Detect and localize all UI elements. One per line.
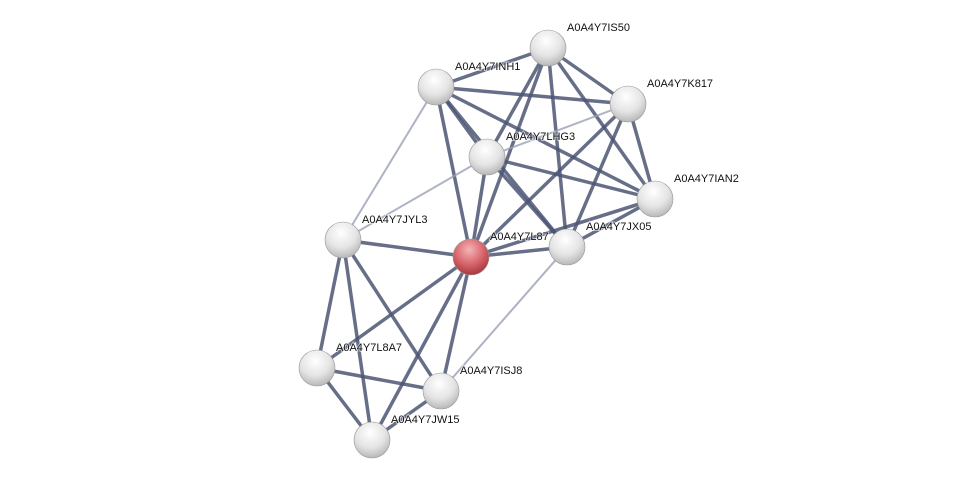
protein-node-icon[interactable] [298, 349, 336, 387]
node-jw15[interactable]: A0A4Y7JW15 [353, 413, 460, 459]
edge-IAN2-L87[interactable] [470, 197, 656, 259]
node-label: A0A4Y7INH1 [455, 61, 520, 73]
edge-K817-LHG3[interactable] [486, 103, 629, 158]
protein-node-icon[interactable] [636, 180, 674, 218]
node-l87[interactable]: A0A4Y7L87 [452, 230, 550, 276]
edge-JYL3-L87[interactable] [342, 238, 472, 259]
edge-IS50-LHG3[interactable] [485, 47, 550, 158]
edge-L87-L8A7[interactable] [315, 255, 473, 370]
edge-K817-L87[interactable] [469, 102, 630, 259]
edge-L87-JW15[interactable] [370, 256, 473, 441]
protein-node-icon[interactable] [422, 372, 460, 410]
edge-L8A7-ISJ8[interactable] [316, 366, 442, 393]
edge-IS50-IAN2[interactable] [546, 46, 657, 201]
edge-LHG3-JYL3[interactable] [342, 156, 488, 241]
node-k817[interactable]: A0A4Y7K817 [609, 77, 714, 123]
node-label: A0A4Y7ISJ8 [460, 365, 522, 377]
node-jyl3[interactable]: A0A4Y7JYL3 [324, 213, 428, 259]
node-label: A0A4Y7K817 [647, 78, 713, 90]
protein-node-icon[interactable] [417, 68, 455, 106]
node-isj8[interactable]: A0A4Y7ISJ8 [422, 364, 523, 410]
edge-L87-ISJ8[interactable] [439, 256, 473, 392]
protein-node-icon[interactable] [468, 138, 506, 176]
node-jx05[interactable]: A0A4Y7JX05 [548, 220, 652, 266]
node-inh1[interactable]: A0A4Y7INH1 [417, 60, 521, 106]
edge-INH1-IS50[interactable] [435, 46, 549, 89]
node-label: A0A4Y7LHG3 [506, 131, 575, 143]
protein-node-icon[interactable] [609, 85, 647, 123]
edge-LHG3-IAN2[interactable] [486, 155, 656, 201]
protein-node-icon[interactable] [529, 29, 567, 67]
node-label: A0A4Y7JYL3 [362, 214, 427, 226]
node-label: A0A4Y7L87 [490, 231, 549, 243]
node-l8a7[interactable]: A0A4Y7L8A7 [298, 341, 403, 387]
edge-JX05-ISJ8[interactable] [440, 246, 568, 392]
node-label: A0A4Y7JW15 [391, 414, 459, 426]
edge-JYL3-L8A7[interactable] [315, 239, 345, 369]
edge-INH1-L87[interactable] [434, 86, 473, 258]
edge-INH1-IAN2[interactable] [435, 85, 656, 201]
protein-node-icon[interactable] [324, 221, 362, 259]
edge-INH1-JYL3[interactable] [342, 86, 437, 241]
protein-node-icon[interactable] [548, 228, 586, 266]
edge-IS50-JX05[interactable] [546, 47, 569, 248]
node-label: A0A4Y7L8A7 [336, 342, 402, 354]
node-lhg3[interactable]: A0A4Y7LHG3 [468, 130, 576, 176]
node-label: A0A4Y7IS50 [567, 22, 630, 34]
node-label: A0A4Y7IAN2 [674, 173, 739, 185]
node-label: A0A4Y7JX05 [586, 221, 651, 233]
protein-node-icon[interactable] [353, 421, 391, 459]
edge-IS50-L87[interactable] [469, 47, 550, 258]
query-protein-node-icon[interactable] [452, 238, 490, 276]
node-ian2[interactable]: A0A4Y7IAN2 [636, 172, 740, 218]
node-is50[interactable]: A0A4Y7IS50 [529, 21, 631, 67]
